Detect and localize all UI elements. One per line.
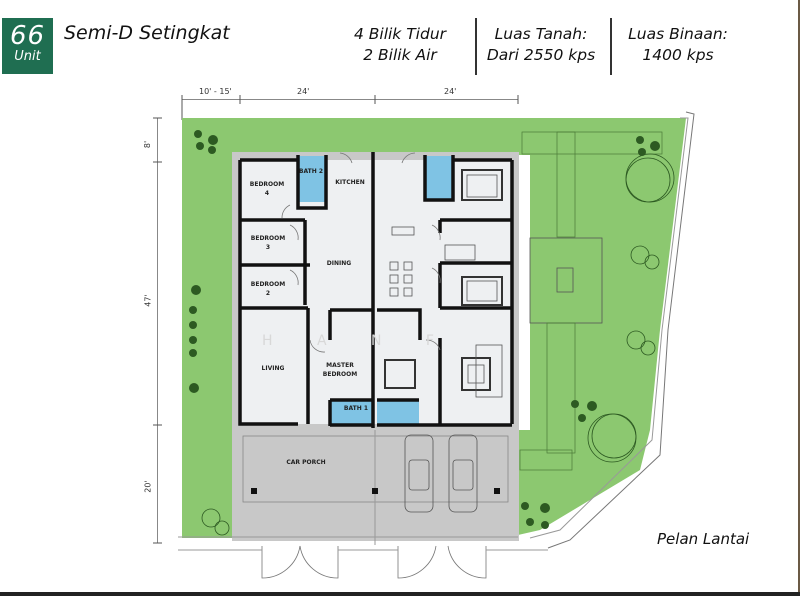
dim-top-right-unit: 24': [444, 87, 457, 96]
dim-top-side: 10' - 15': [199, 87, 232, 96]
porch-columns: [251, 488, 500, 494]
front-boundary: [178, 430, 548, 551]
floor-plan-caption: Pelan Lantai: [657, 530, 750, 548]
spec-divider: [475, 18, 477, 75]
unit-count-badge: 66 Unit: [2, 18, 53, 74]
label-car-porch: CAR PORCH: [286, 459, 325, 466]
label-bath-1: BATH 1: [344, 405, 368, 412]
bedroom-count: 4 Bilik Tidur: [353, 25, 447, 43]
built-up-area-value: 1400 kps: [642, 46, 714, 64]
walls: [238, 152, 514, 428]
bath-1-area: [330, 400, 372, 425]
plants: [201, 153, 675, 536]
label-dining: DINING: [327, 260, 351, 267]
unit-count: 66: [9, 21, 46, 51]
unit-label: Unit: [14, 49, 41, 64]
property-type-title: Semi-D Setingkat: [64, 22, 230, 44]
built-up-area-label: Luas Binaan:: [628, 25, 728, 43]
watermark: H A N F: [262, 333, 454, 349]
spec-divider: [610, 18, 612, 75]
image-edge: [798, 0, 800, 596]
palm-trees: [189, 130, 660, 529]
dim-top-left-unit: 24': [297, 87, 310, 96]
land-area-label: Luas Tanah:: [494, 25, 588, 43]
land-area-value: Dari 2550 kps: [486, 46, 596, 64]
bath-2-area: [298, 156, 326, 202]
dim-line-top: [182, 99, 518, 100]
door-swings: [261, 152, 487, 579]
label-living: LIVING: [262, 365, 285, 372]
rooms-spec: 4 Bilik Tidur 2 Bilik Air: [345, 24, 455, 66]
label-bath-2: BATH 2: [299, 168, 323, 175]
label-kitchen: KITCHEN: [335, 179, 365, 186]
furniture: [384, 169, 603, 513]
image-edge-bottom: [0, 592, 800, 596]
dim-line-left: [157, 118, 158, 543]
header: 66 Unit Semi-D Setingkat 4 Bilik Tidur 2…: [0, 0, 800, 80]
land-area-spec: Luas Tanah: Dari 2550 kps: [482, 24, 600, 66]
paver-grid: [519, 131, 663, 471]
built-up-area-spec: Luas Binaan: 1400 kps: [618, 24, 738, 66]
bathroom-count: 2 Bilik Air: [363, 46, 437, 64]
